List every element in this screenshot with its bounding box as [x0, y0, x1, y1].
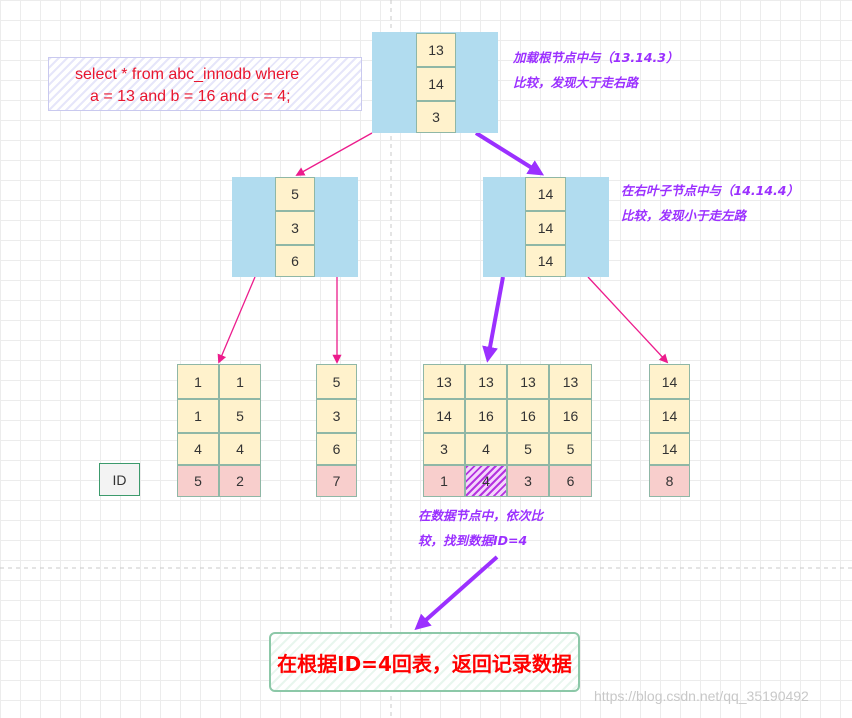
- leaf-key-cell: 13: [423, 364, 465, 399]
- bold-arrow-right-to-leaf3: [482, 276, 505, 363]
- leaf-id-cell: 5: [177, 465, 219, 497]
- left-key-cell: 3: [275, 211, 315, 245]
- leaf-key-cell: 3: [423, 433, 465, 465]
- data-node-note: 在数据节点中，依次比 较，找到数据ID=4: [418, 503, 543, 553]
- arrow-root-to-left: [295, 132, 373, 176]
- sql-line-1: select * from abc_innodb where: [75, 66, 300, 83]
- leaf-id-cell: 1: [423, 465, 465, 497]
- root-key-cell: 3: [416, 101, 456, 133]
- leaf-key-cell: 14: [423, 399, 465, 433]
- right-note-line-1: 在右叶子节点中与（14.14.4）: [621, 183, 799, 198]
- watermark: https://blog.csdn.net/qq_35190492: [594, 688, 809, 704]
- id-legend: ID: [99, 463, 140, 496]
- left-key-cell: 5: [275, 177, 315, 211]
- bold-arrow-root-to-right: [474, 131, 545, 176]
- root-key-cell: 13: [416, 33, 456, 67]
- result-box: 在根据ID=4回表，返回记录数据: [269, 632, 580, 692]
- right-key-cell: 14: [525, 177, 566, 211]
- root-note: 加载根节点中与（13.14.3） 比较，发现大于走右路: [513, 45, 679, 95]
- leaf-key-cell: 16: [507, 399, 549, 433]
- root-key-cell: 14: [416, 67, 456, 101]
- bold-arrow-to-result: [414, 555, 499, 631]
- leaf-key-cell: 5: [549, 433, 592, 465]
- right-node-note: 在右叶子节点中与（14.14.4） 比较，发现小于走左路: [621, 178, 799, 228]
- leaf-id-cell: 6: [549, 465, 592, 497]
- data-note-line-1: 在数据节点中，依次比: [418, 508, 544, 523]
- arrow-right-to-leaf4: [587, 276, 669, 364]
- root-note-line-2: 比较，发现大于走右路: [513, 75, 639, 90]
- left-key-cell: 6: [275, 245, 315, 277]
- leaf-id-cell: 2: [219, 465, 261, 497]
- sql-query-box: select * from abc_innodb where a = 13 an…: [48, 57, 362, 111]
- leaf-key-cell: 6: [316, 433, 357, 465]
- leaf-key-cell: 14: [649, 364, 690, 399]
- leaf-id-cell: 8: [649, 465, 690, 497]
- leaf-key-cell: 13: [507, 364, 549, 399]
- leaf-key-cell: 5: [316, 364, 357, 399]
- matched-id-cell: 4: [465, 465, 507, 497]
- leaf-key-cell: 4: [465, 433, 507, 465]
- leaf-key-cell: 1: [177, 399, 219, 433]
- result-text: 在根据ID=4回表，返回记录数据: [277, 651, 572, 676]
- leaf-key-cell: 5: [507, 433, 549, 465]
- leaf-key-cell: 13: [465, 364, 507, 399]
- root-note-line-1: 加载根节点中与（13.14.3）: [513, 50, 679, 65]
- leaf-key-cell: 14: [649, 399, 690, 433]
- leaf-key-cell: 3: [316, 399, 357, 433]
- leaf-id-cell: 7: [316, 465, 357, 497]
- leaf-key-cell: 14: [649, 433, 690, 465]
- leaf-key-cell: 1: [177, 364, 219, 399]
- leaf-key-cell: 4: [177, 433, 219, 465]
- right-key-cell: 14: [525, 211, 566, 245]
- right-key-cell: 14: [525, 245, 566, 277]
- leaf-key-cell: 4: [219, 433, 261, 465]
- sql-line-2: a = 13 and b = 16 and c = 4;: [90, 88, 291, 105]
- leaf-key-cell: 13: [549, 364, 592, 399]
- data-note-line-2: 较，找到数据ID=4: [418, 533, 528, 548]
- leaf-key-cell: 1: [219, 364, 261, 399]
- leaf-key-cell: 16: [549, 399, 592, 433]
- arrow-left-to-leaf1: [217, 276, 256, 364]
- leaf-key-cell: 5: [219, 399, 261, 433]
- right-note-line-2: 比较，发现小于走左路: [621, 208, 747, 223]
- leaf-id-cell: 3: [507, 465, 549, 497]
- leaf-key-cell: 16: [465, 399, 507, 433]
